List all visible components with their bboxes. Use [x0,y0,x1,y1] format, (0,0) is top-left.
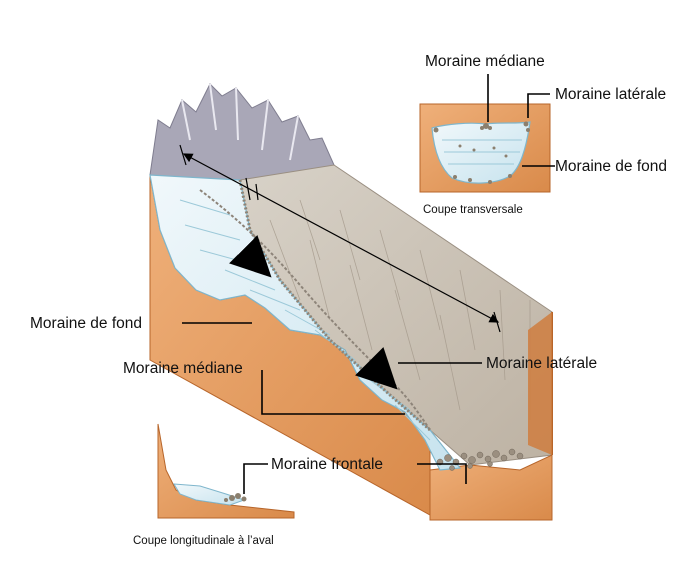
leader-frontale-inset [244,464,268,494]
label-moraine-laterale-main: Moraine latérale [486,355,597,372]
label-moraine-frontale: Moraine frontale [271,456,383,473]
label-moraine-mediane-top: Moraine médiane [425,53,545,70]
label-moraine-de-fond-main: Moraine de fond [30,315,142,332]
label-moraine-mediane-main: Moraine médiane [123,360,243,377]
label-moraine-de-fond-top: Moraine de fond [555,158,667,175]
label-coupe-longitudinale: Coupe longitudinale à l’aval [133,535,274,547]
label-coupe-transversale: Coupe transversale [423,204,523,216]
label-moraine-laterale-top: Moraine latérale [555,86,666,103]
cross-section-inset [420,74,555,192]
